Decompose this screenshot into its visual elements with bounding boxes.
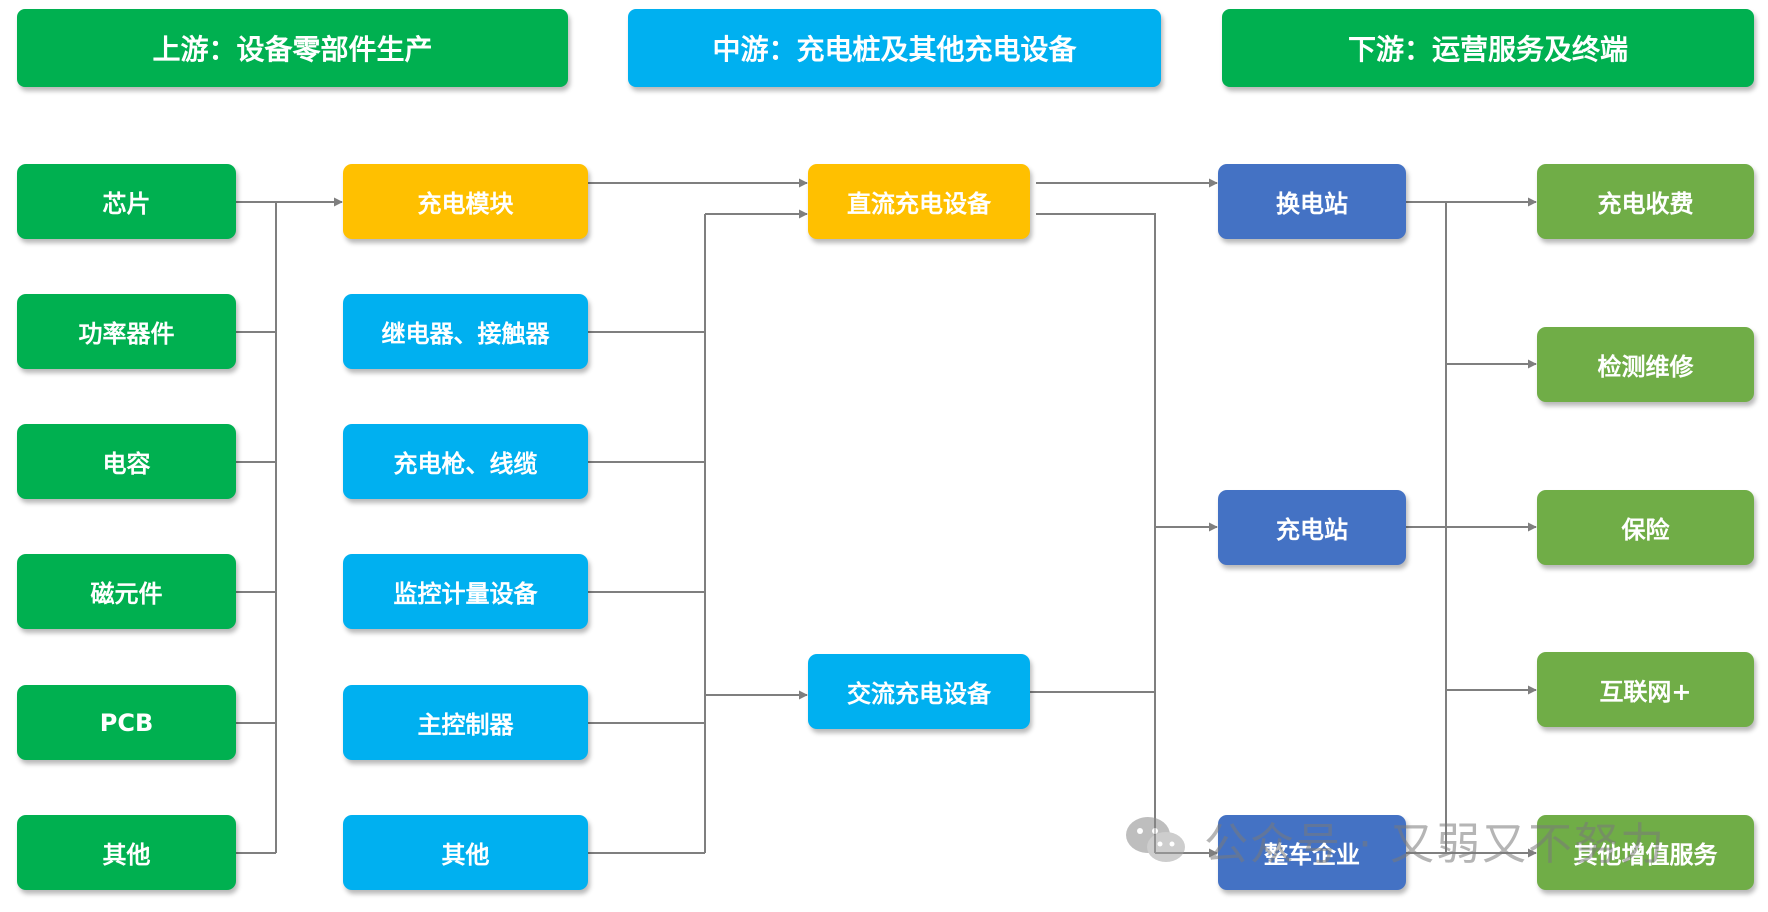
node-charging-station: 充电站 <box>1218 490 1406 565</box>
node-main-controller: 主控制器 <box>343 685 588 760</box>
header-upstream: 上游：设备零部件生产 <box>17 9 568 87</box>
node-inspection-repair: 检测维修 <box>1537 327 1754 402</box>
node-charging-module: 充电模块 <box>343 164 588 239</box>
header-downstream: 下游：运营服务及终端 <box>1222 9 1754 87</box>
node-internet-plus: 互联网+ <box>1537 652 1754 727</box>
node-monitoring-metering: 监控计量设备 <box>343 554 588 629</box>
node-chip: 芯片 <box>17 164 236 239</box>
node-charging-fee: 充电收费 <box>1537 164 1754 239</box>
node-power-device: 功率器件 <box>17 294 236 369</box>
node-pcb: PCB <box>17 685 236 760</box>
node-magnetic-component: 磁元件 <box>17 554 236 629</box>
node-value-added-services: 其他增值服务 <box>1537 815 1754 890</box>
node-gun-cable: 充电枪、线缆 <box>343 424 588 499</box>
node-ac-charger: 交流充电设备 <box>808 654 1030 729</box>
node-vehicle-oem: 整车企业 <box>1218 815 1406 890</box>
node-insurance: 保险 <box>1537 490 1754 565</box>
wechat-icon <box>1126 817 1185 862</box>
watermark: 公众号 · 又弱又不努力 <box>1124 810 1666 870</box>
node-swap-station: 换电站 <box>1218 164 1406 239</box>
node-dc-charger: 直流充电设备 <box>808 164 1030 239</box>
node-other-part: 其他 <box>343 815 588 890</box>
node-relay-contactor: 继电器、接触器 <box>343 294 588 369</box>
watermark-text: 公众号 · 又弱又不努力 <box>1204 819 1666 870</box>
link-dc-down <box>1036 213 1156 853</box>
header-midstream: 中游：充电桩及其他充电设备 <box>628 9 1161 87</box>
node-capacitor: 电容 <box>17 424 236 499</box>
node-other-component: 其他 <box>17 815 236 890</box>
